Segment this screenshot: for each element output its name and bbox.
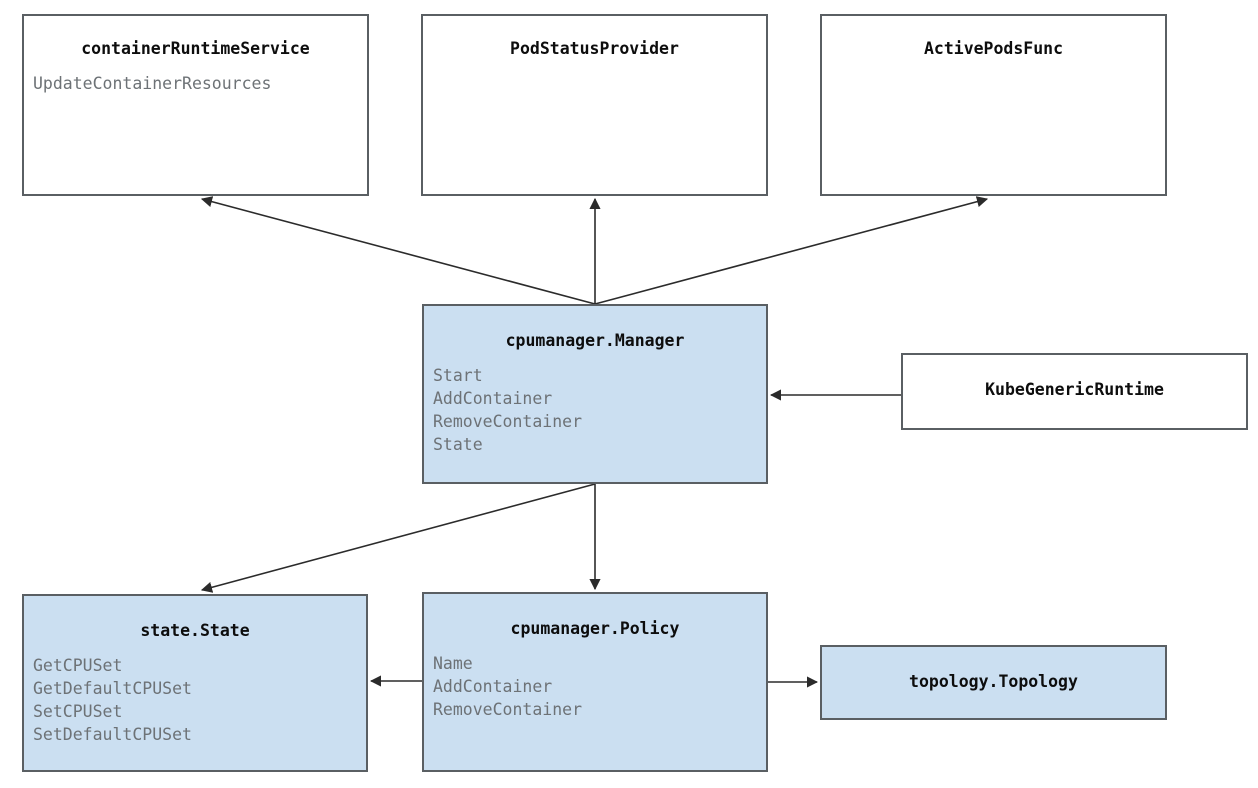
- class-node-active-pods-func[interactable]: ActivePodsFunc: [820, 14, 1167, 196]
- class-method: RemoveContainer: [433, 412, 583, 431]
- class-method: SetDefaultCPUSet: [33, 725, 192, 744]
- class-node-methods: GetCPUSet GetDefaultCPUSet SetCPUSet Set…: [24, 654, 366, 746]
- class-node-container-runtime-service[interactable]: containerRuntimeService UpdateContainerR…: [22, 14, 369, 196]
- class-method: State: [433, 435, 483, 454]
- class-node-state-state[interactable]: state.State GetCPUSet GetDefaultCPUSet S…: [22, 594, 368, 772]
- edge-manager-to-container-runtime-service: [200, 196, 596, 305]
- class-node-kube-generic-runtime[interactable]: KubeGenericRuntime: [901, 353, 1248, 430]
- class-node-methods: Start AddContainer RemoveContainer State: [424, 364, 766, 456]
- class-node-title: PodStatusProvider: [510, 39, 679, 58]
- class-node-title: cpumanager.Manager: [505, 331, 685, 350]
- edge-manager-to-state-state: [200, 483, 596, 593]
- class-node-methods: UpdateContainerResources: [24, 72, 367, 95]
- class-node-title: topology.Topology: [909, 672, 1078, 691]
- class-node-title: containerRuntimeService: [81, 39, 310, 58]
- class-node-cpumanager-policy[interactable]: cpumanager.Policy Name AddContainer Remo…: [422, 592, 768, 772]
- class-method: AddContainer: [433, 389, 553, 408]
- class-node-title: ActivePodsFunc: [923, 39, 1064, 58]
- class-method: AddContainer: [433, 677, 553, 696]
- class-node-title: cpumanager.Policy: [510, 619, 680, 638]
- class-method: Name: [433, 654, 473, 673]
- edge-manager-to-active-pods-func: [594, 196, 989, 305]
- class-method: SetCPUSet: [33, 702, 123, 721]
- class-method: GetDefaultCPUSet: [33, 679, 192, 698]
- class-node-methods: Name AddContainer RemoveContainer: [424, 652, 766, 721]
- class-node-title: KubeGenericRuntime: [985, 380, 1164, 399]
- class-method: RemoveContainer: [433, 700, 583, 719]
- class-node-cpumanager-manager[interactable]: cpumanager.Manager Start AddContainer Re…: [422, 304, 768, 484]
- class-node-topology-topology[interactable]: topology.Topology: [820, 645, 1167, 720]
- class-method: GetCPUSet: [33, 656, 123, 675]
- class-method: Start: [433, 366, 483, 385]
- class-node-title: state.State: [140, 621, 250, 640]
- class-node-pod-status-provider[interactable]: PodStatusProvider: [421, 14, 768, 196]
- class-method: UpdateContainerResources: [33, 74, 272, 93]
